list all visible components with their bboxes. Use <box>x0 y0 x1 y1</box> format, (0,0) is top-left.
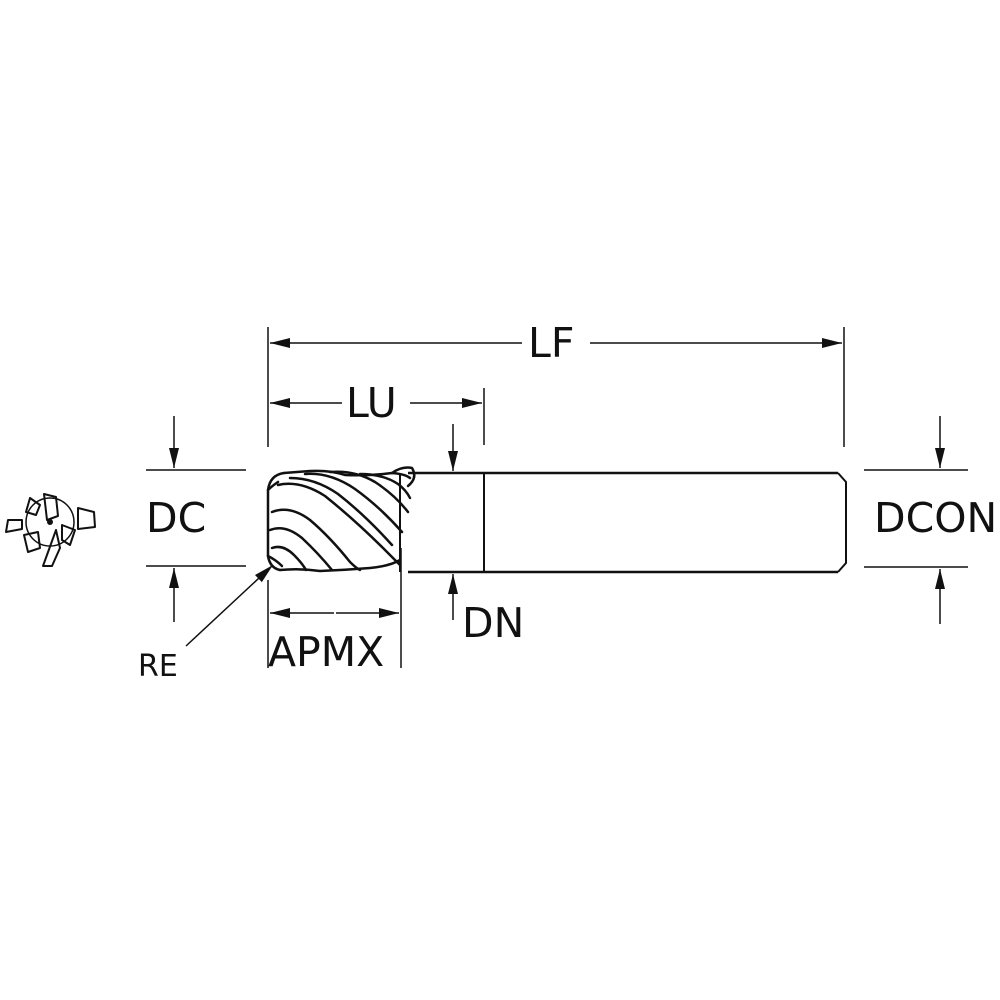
re-leader <box>185 564 274 647</box>
re-label: RE <box>138 649 178 684</box>
dimension-lines <box>169 338 945 647</box>
dc-label: DC <box>146 494 207 542</box>
flutes <box>266 466 416 573</box>
end-view-icon <box>5 493 96 567</box>
apmx-label: APMX <box>268 628 385 676</box>
lu-label: LU <box>346 379 397 427</box>
extension-lines <box>146 327 968 668</box>
lf-label: LF <box>528 319 575 367</box>
dcon-label: DCON <box>874 494 998 542</box>
shank-outline <box>408 471 847 574</box>
dn-label: DN <box>462 599 525 647</box>
